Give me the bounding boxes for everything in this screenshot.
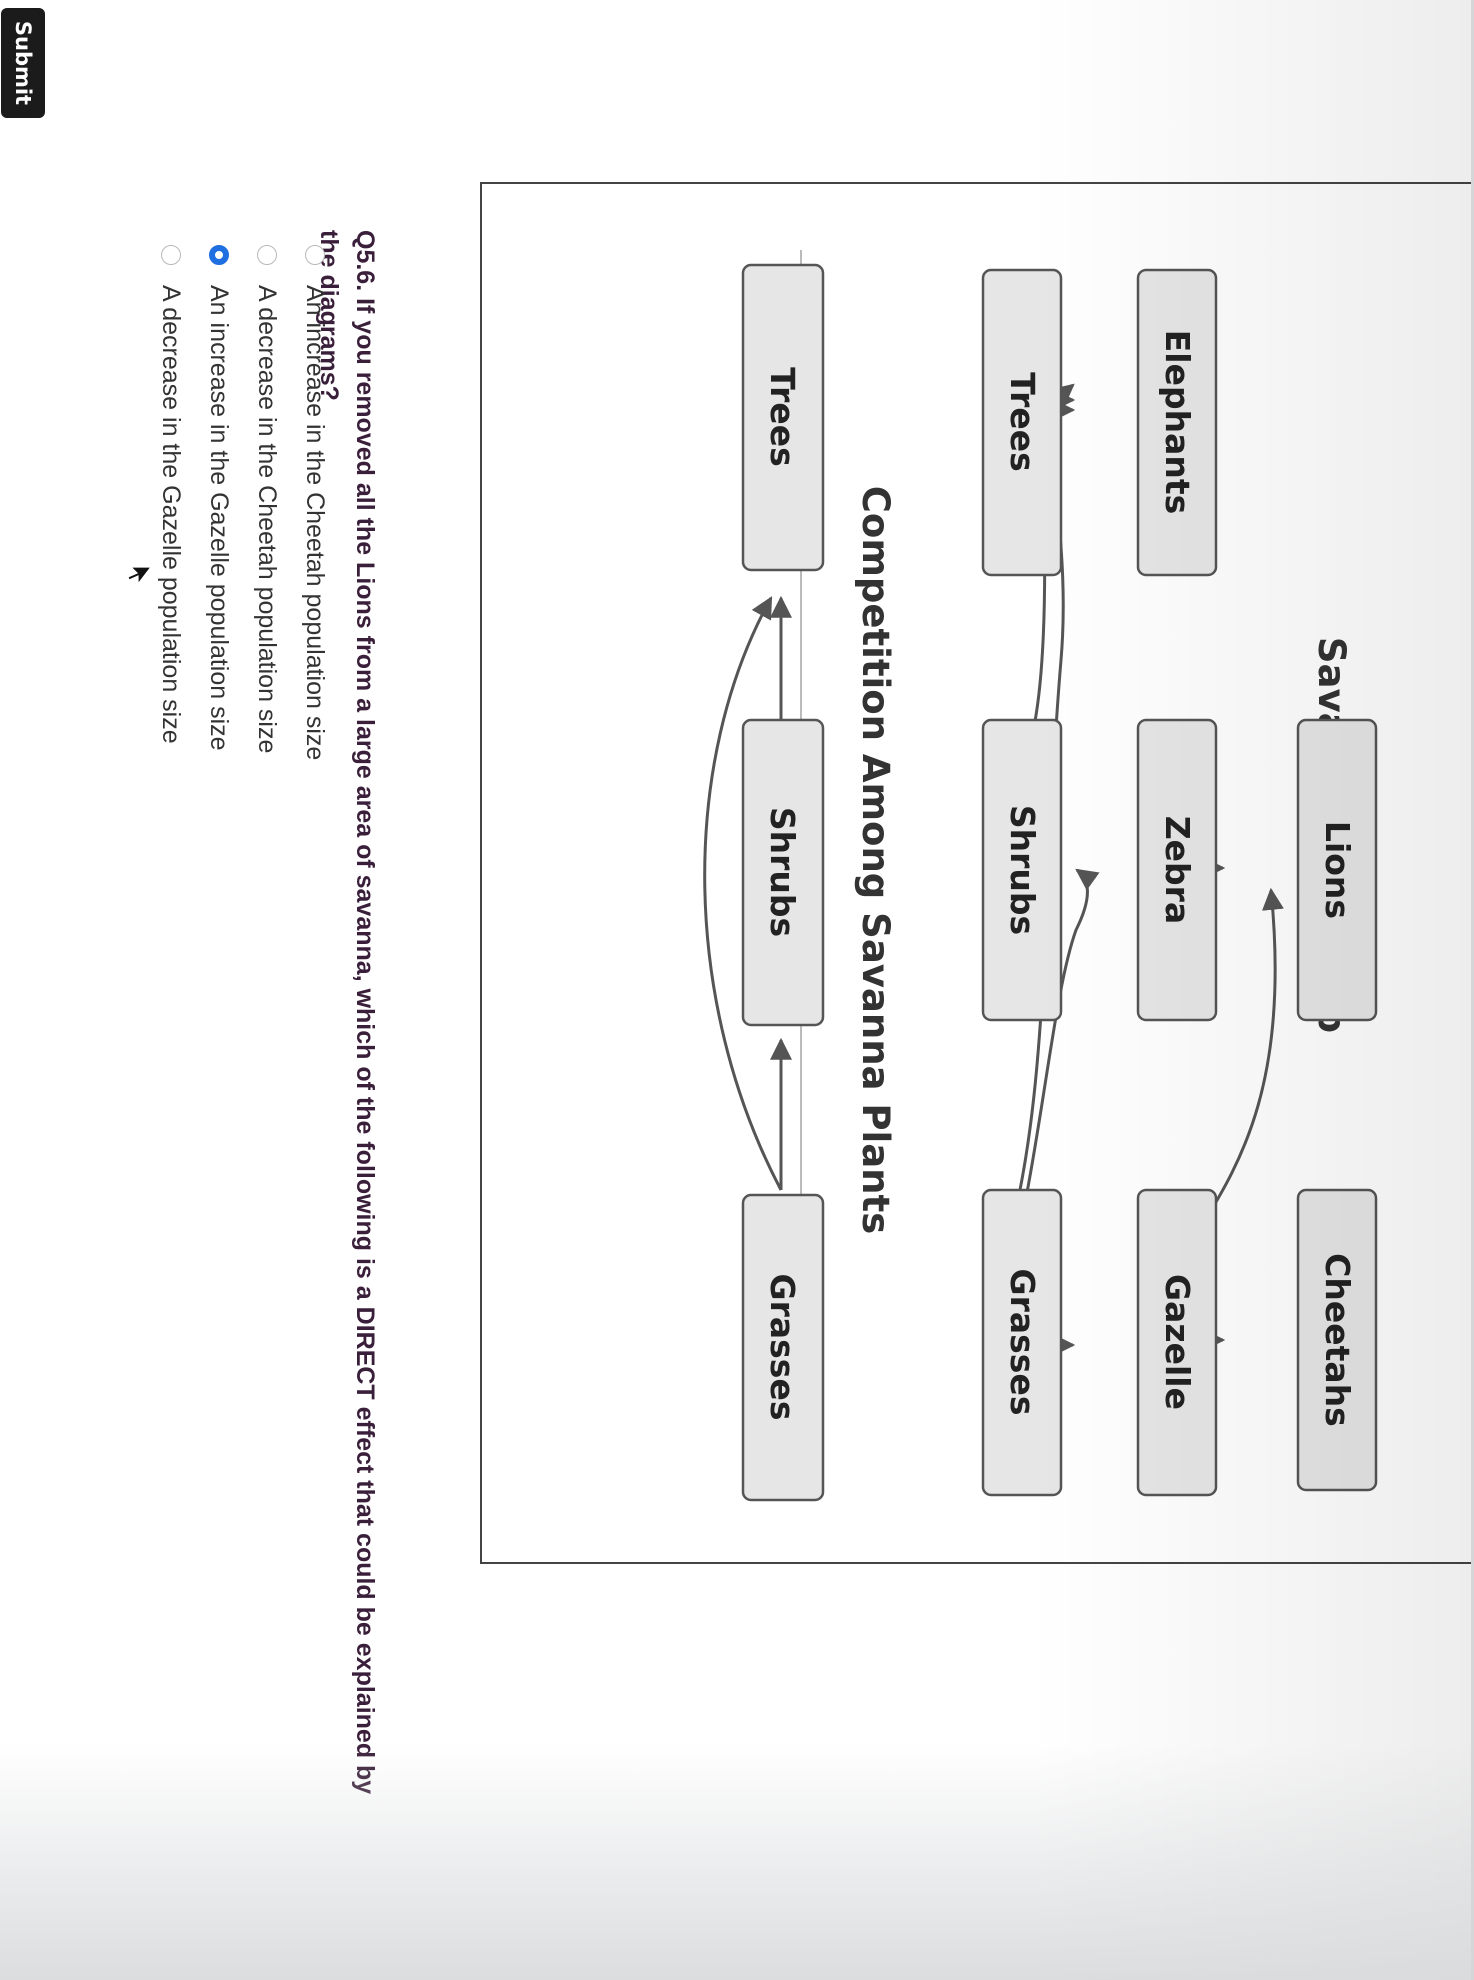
option-increase-gazelle[interactable]: An increase in the Gazelle population si…: [201, 245, 237, 751]
competition-nodes: Trees Shrubs Grasses: [741, 263, 825, 1502]
node-lions-label: Lions: [1318, 821, 1357, 919]
option-label: A decrease in the Cheetah population siz…: [253, 285, 282, 754]
node-trees-label: Trees: [1003, 372, 1042, 472]
radio-icon[interactable]: [161, 245, 181, 265]
radio-selected-icon[interactable]: [209, 245, 229, 265]
node-zebra-label: Zebra: [1158, 816, 1197, 924]
option-increase-cheetah[interactable]: An increase in the Cheetah population si…: [297, 245, 333, 760]
node-elephants-label: Elephants: [1158, 330, 1197, 515]
option-label: An increase in the Gazelle population si…: [205, 285, 234, 751]
radio-icon[interactable]: [257, 245, 277, 265]
node-shrubs-label: Shrubs: [1003, 805, 1042, 935]
option-label: An increase in the Cheetah population si…: [301, 285, 330, 761]
option-label: A decrease in the Gazelle population siz…: [157, 285, 186, 744]
competition-title: Competition Among Savanna Plants: [854, 486, 897, 1234]
node-cheetahs-label: Cheetahs: [1318, 1253, 1357, 1427]
comp-node-trees-label: Trees: [763, 367, 802, 467]
mouse-cursor-icon: [127, 566, 153, 586]
comp-node-grasses-label: Grasses: [763, 1274, 802, 1421]
option-decrease-cheetah[interactable]: A decrease in the Cheetah population siz…: [249, 245, 285, 753]
node-gazelle-label: Gazelle: [1158, 1274, 1197, 1410]
comp-node-shrubs-label: Shrubs: [763, 807, 802, 937]
radio-icon[interactable]: [305, 245, 325, 265]
node-grasses-label: Grasses: [1003, 1269, 1042, 1416]
option-decrease-gazelle[interactable]: A decrease in the Gazelle population siz…: [153, 245, 189, 744]
